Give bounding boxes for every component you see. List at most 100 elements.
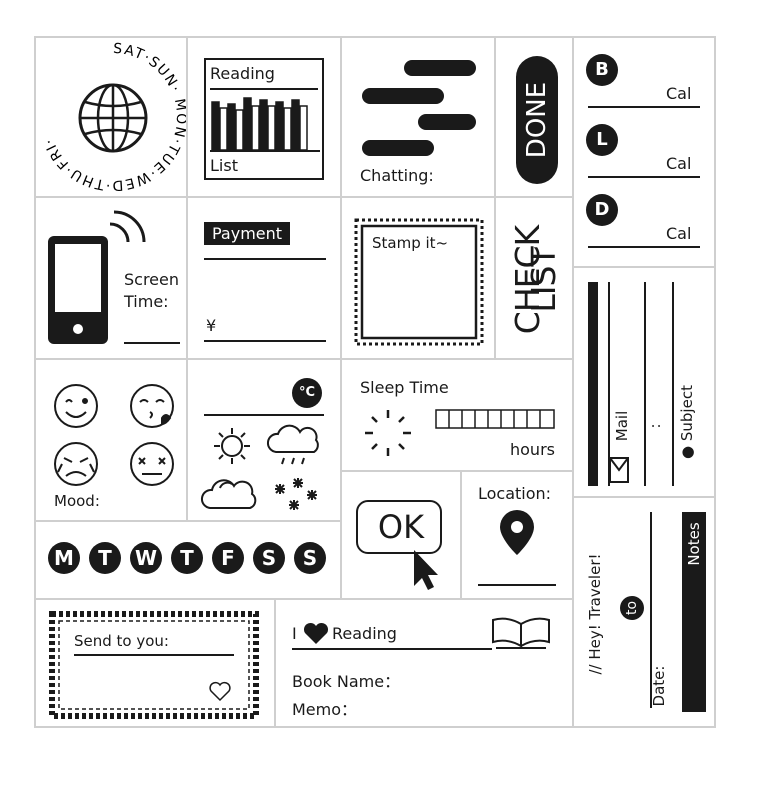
- mail-line-2: [644, 282, 646, 486]
- send-label: Send to you:: [74, 632, 169, 650]
- traveler-to-badge: [620, 596, 644, 620]
- ok-button[interactable]: OK: [356, 500, 442, 554]
- reading-log-i: I: [292, 624, 297, 643]
- weather-sticker: °C: [186, 358, 342, 522]
- meal-d-badge: D: [586, 194, 618, 226]
- love-face-icon: [130, 384, 174, 428]
- reading-log-icons: [303, 617, 550, 649]
- traveler-date-label: Date:: [650, 665, 668, 707]
- weather-icons: [201, 424, 319, 510]
- mood-label: Mood:: [54, 492, 100, 510]
- wink-face-icon: [54, 384, 98, 428]
- payment-top-line: [204, 258, 326, 260]
- reading-log-line: [292, 648, 492, 650]
- checklist-line-2: LIST: [524, 247, 563, 313]
- meal-l-unit: Cal: [666, 154, 692, 173]
- meal-d-unit: Cal: [666, 224, 692, 243]
- sun-icon: [214, 428, 250, 464]
- send-to-you-sticker: Send to you:: [34, 598, 276, 728]
- meals-sticker: B Cal L Cal D Cal: [572, 36, 716, 268]
- envelope-icon: [609, 457, 629, 483]
- traveler-notes-bar: [682, 512, 706, 712]
- screen-time-sticker: Screen Time:: [34, 196, 188, 360]
- mail-label: Mail: [613, 410, 631, 442]
- meal-l-line: [588, 176, 700, 178]
- heart-icon: [303, 622, 329, 644]
- cursor-icon: [414, 550, 438, 590]
- book-name-label: Book Name：: [292, 672, 401, 691]
- ok-sticker: OK: [340, 470, 462, 600]
- location-line: [478, 584, 556, 586]
- chat-bar-1: [404, 60, 476, 76]
- chatting-label: Chatting:: [360, 166, 434, 185]
- book-icon: [492, 617, 550, 649]
- payment-title: Payment: [204, 222, 291, 245]
- week-day-m: M: [48, 542, 80, 574]
- screen-time-label-1: Screen: [124, 270, 180, 289]
- sleep-time-sticker: Sleep Time hours: [340, 358, 574, 472]
- location-label: Location:: [478, 484, 552, 503]
- stamp-sticker: Stamp it~: [340, 196, 496, 360]
- weekday-globe-sticker: SAT·SUN· MON·TUE·WED·THU·FRI·: [34, 36, 188, 198]
- crying-face-icon: [54, 442, 98, 486]
- mail-subject-label: ● Subject: [678, 385, 696, 459]
- done-sticker: DONE: [494, 36, 574, 198]
- meal-b-line: [588, 106, 700, 108]
- rain-cloud-icon: [267, 424, 319, 465]
- map-pin-icon: [500, 510, 534, 555]
- chatting-sticker: Chatting:: [340, 36, 496, 198]
- send-stamp-border: [49, 611, 259, 719]
- mail-black-bar: [588, 282, 598, 486]
- bar-chart-icon: [210, 97, 320, 152]
- week-day-t2: T: [171, 542, 203, 574]
- payment-currency: ¥: [206, 316, 217, 335]
- mail-line-3: [672, 282, 674, 486]
- traveler-sticker: // Hey! Traveler! to Date: Notes: [572, 496, 716, 728]
- payment-bottom-line: [204, 340, 326, 342]
- week-day-f: F: [212, 542, 244, 574]
- memo-label: Memo：: [292, 700, 358, 719]
- traveler-greeting: // Hey! Traveler!: [586, 553, 604, 675]
- send-line: [74, 654, 234, 656]
- reading-list-label: List: [210, 156, 238, 175]
- sleep-dial-icon: [365, 409, 555, 456]
- reading-list-title: Reading: [210, 64, 275, 83]
- mood-faces: [54, 384, 174, 486]
- phone-icon: [48, 210, 146, 344]
- meal-d-line: [588, 246, 700, 248]
- reading-list-frame: [204, 58, 324, 180]
- meal-b-unit: Cal: [666, 84, 692, 103]
- snow-icon: [275, 478, 317, 510]
- reading-list-title-rule: [210, 88, 318, 90]
- mail-line-1: [608, 282, 610, 486]
- mood-sticker: Mood:: [34, 358, 188, 522]
- checklist-sticker: CHECK LIST: [494, 196, 574, 360]
- payment-sticker: Payment ¥: [186, 196, 342, 360]
- sleep-time-title: Sleep Time: [360, 378, 449, 397]
- week-sticker: M T W T F S S: [34, 520, 342, 600]
- chat-bar-3: [418, 114, 476, 130]
- traveler-to-label: to: [624, 600, 640, 616]
- temperature-badge: °C: [292, 378, 322, 408]
- stamp-label: Stamp it~: [372, 234, 449, 252]
- sleep-unit: hours: [510, 440, 555, 459]
- stamp-border: [354, 218, 484, 346]
- ok-label: OK: [377, 508, 425, 546]
- week-day-s2: S: [294, 542, 326, 574]
- weather-line: [204, 414, 324, 416]
- week-day-s1: S: [253, 542, 285, 574]
- screen-time-line: [124, 342, 180, 344]
- meal-b-badge: B: [586, 54, 618, 86]
- traveler-notes-label: Notes: [685, 522, 703, 566]
- reading-log-sticker: I Reading Book Name： Memo：: [274, 598, 574, 728]
- reading-list-sticker: Reading List: [186, 36, 342, 198]
- reading-log-label: Reading: [332, 624, 397, 643]
- week-day-t1: T: [89, 542, 121, 574]
- globe-icon: [78, 83, 148, 153]
- done-label: DONE: [522, 81, 552, 159]
- sleep-hours-bar: [435, 409, 555, 429]
- heart-outline-icon: [209, 681, 231, 702]
- mail-sticker: Mail : ● Subject: [572, 266, 716, 498]
- traveler-line: [650, 512, 652, 708]
- chat-bar-4: [362, 140, 434, 156]
